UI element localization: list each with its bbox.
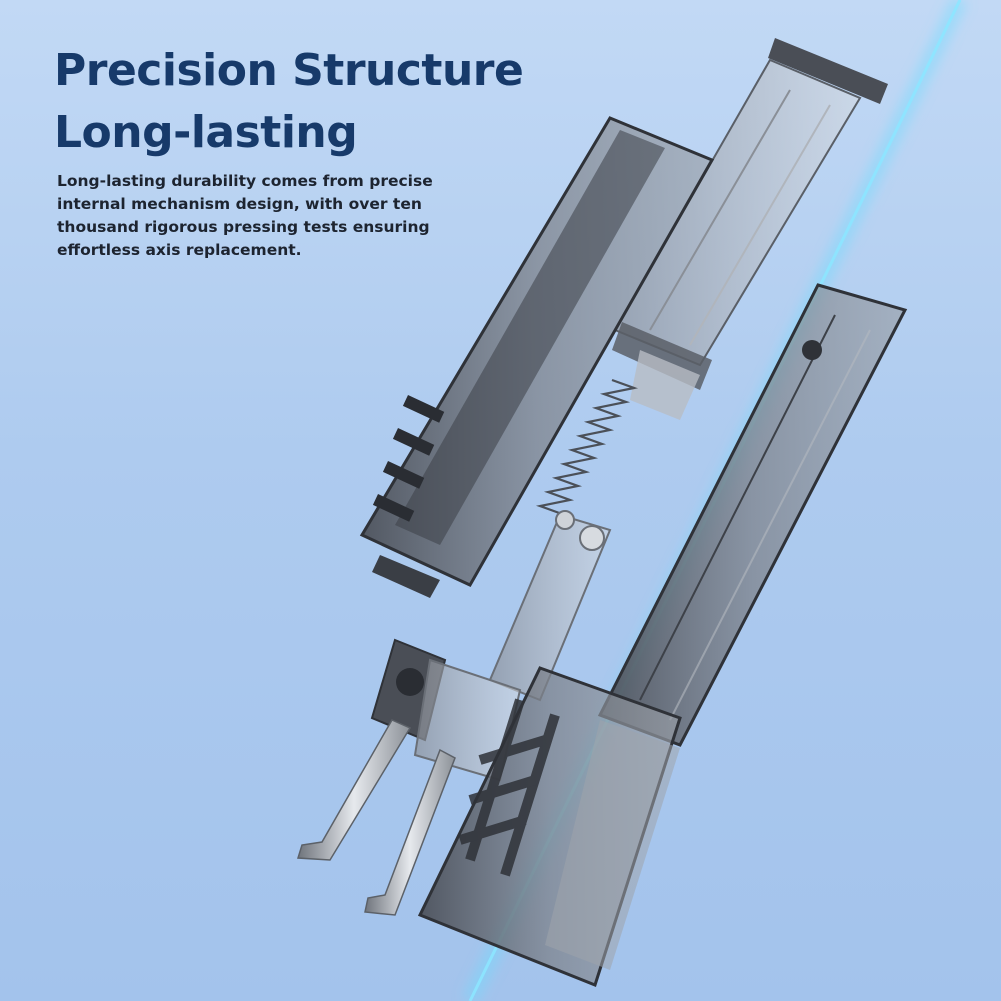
center-mechanism [370,510,612,782]
metal-tweezer-legs [297,719,456,916]
spring [535,378,639,516]
headline-line-1: Precision Structure [54,45,524,96]
main-right-housing [417,283,908,987]
headline: Precision Structure Long-lasting [54,40,524,164]
housing-slots [372,395,445,522]
lattice-grip [458,698,560,877]
headline-line-2: Long-lasting [54,107,358,158]
description-text: Long-lasting durability comes from preci… [57,172,433,259]
upper-left-housing [359,116,715,598]
clear-top-plunger [612,38,888,420]
